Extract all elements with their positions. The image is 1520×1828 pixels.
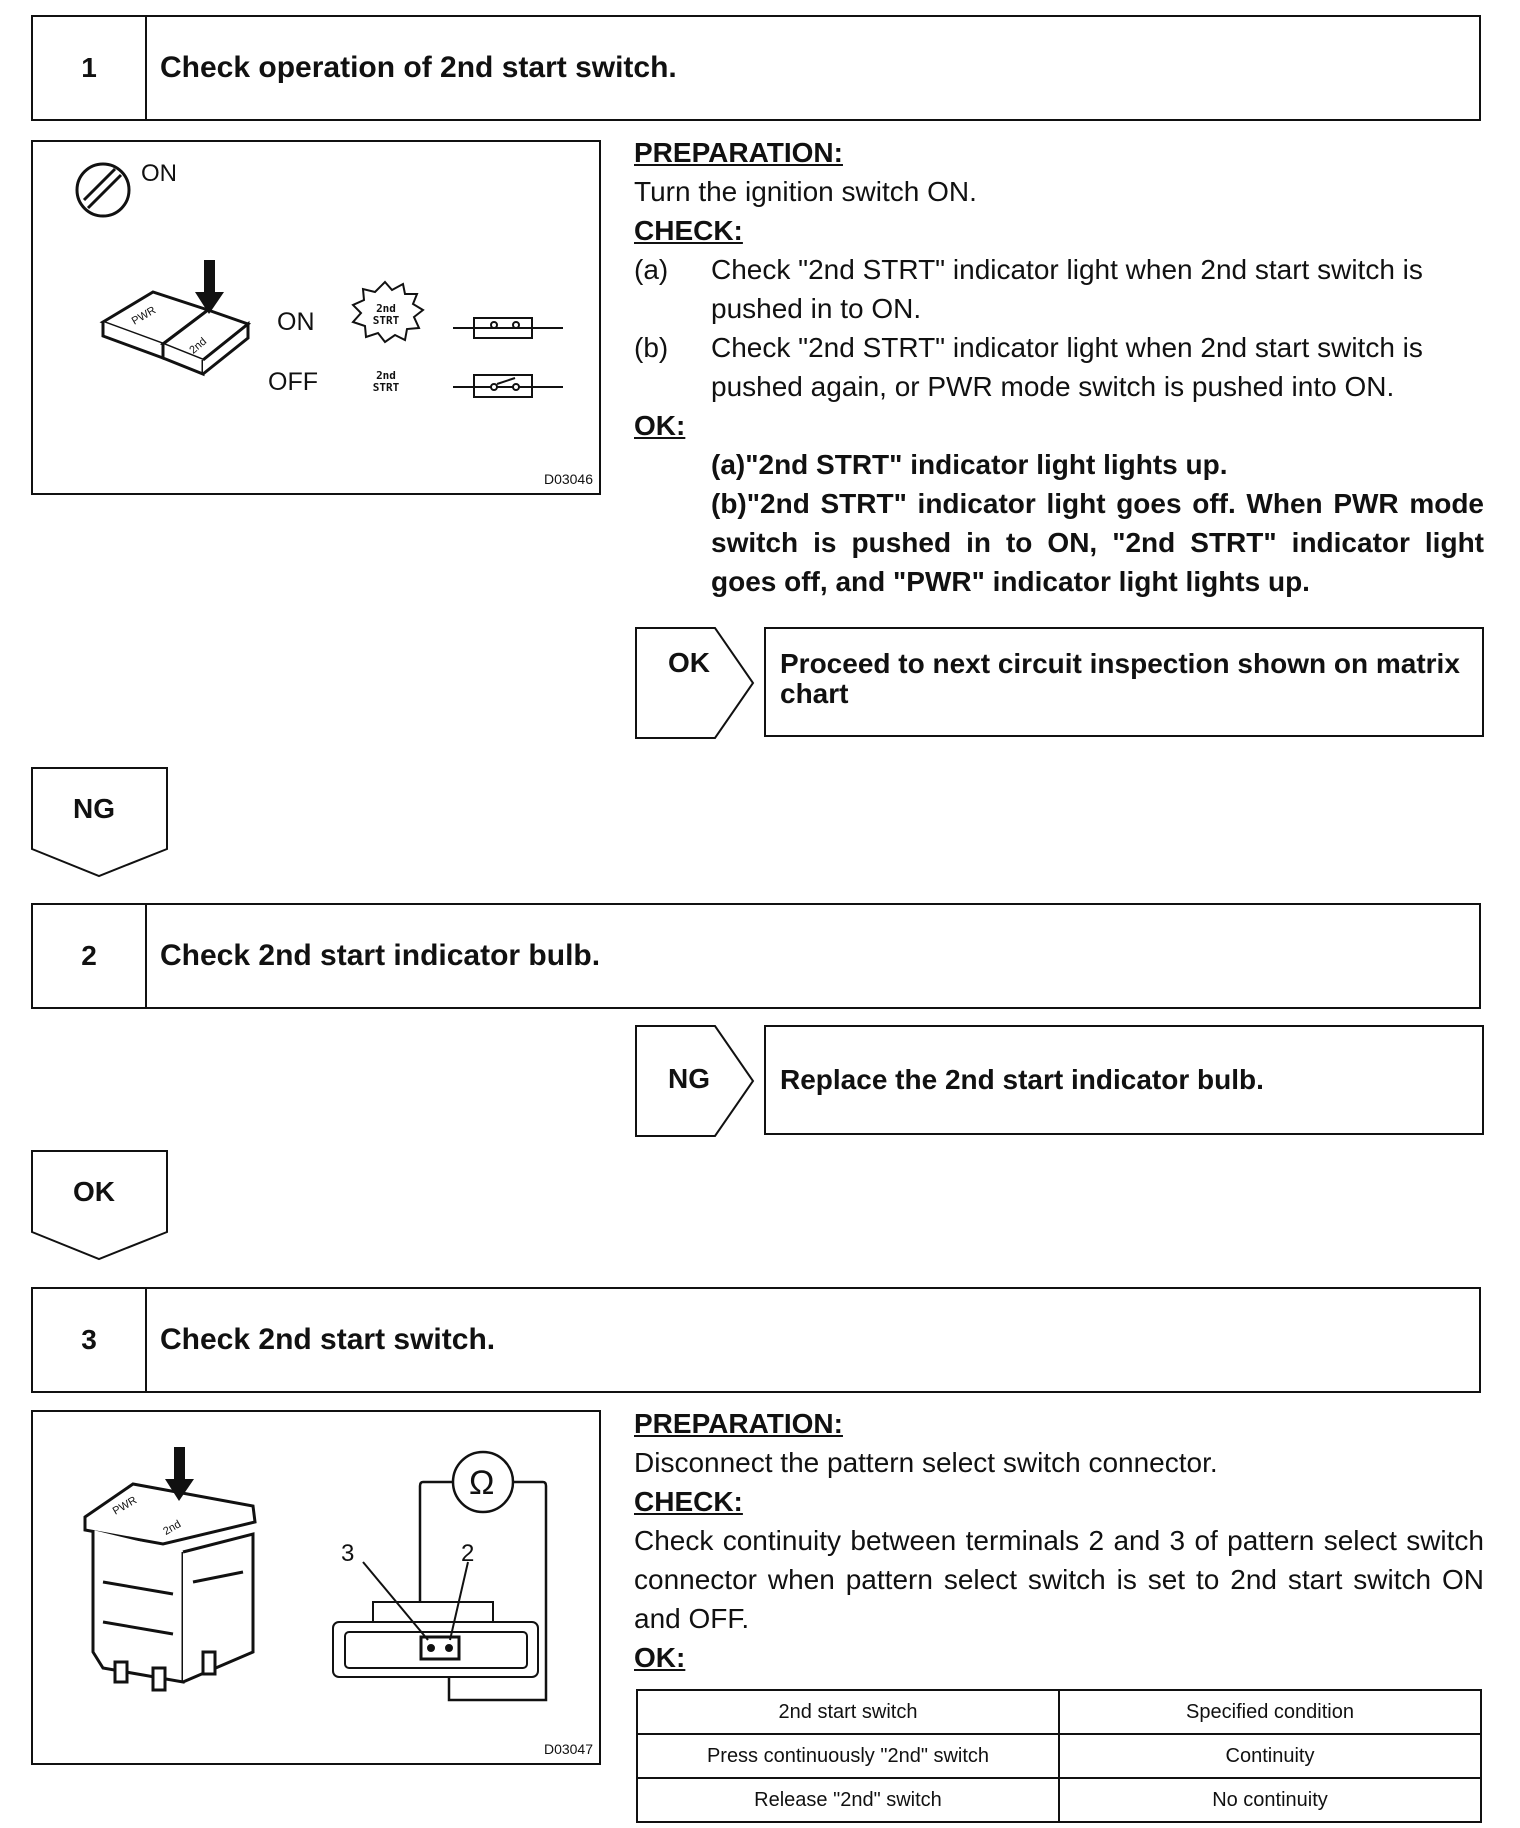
- ok-line-a: (a)"2nd STRT" indicator light lights up.: [711, 449, 1228, 480]
- indicator-light-burst: [351, 280, 425, 344]
- indicator-off-text: 2nd STRT: [372, 369, 400, 394]
- check-item-b: (b) Check "2nd STRT" indicator light whe…: [634, 332, 1423, 402]
- ignition-on-label: ON: [141, 160, 177, 187]
- ok-line-b: (b)"2nd STRT" indicator light goes off. …: [711, 488, 1484, 597]
- check-header: CHECK:: [634, 1486, 743, 1517]
- ok-flow-arrow: [31, 1150, 168, 1261]
- ng-arrow-label: NG: [668, 1063, 710, 1094]
- ok-flow-label: OK: [73, 1176, 115, 1207]
- preparation-text: Disconnect the pattern select switch con…: [634, 1447, 1218, 1478]
- ignition-key-icon: [75, 162, 131, 218]
- table-row: Press continuously "2nd" switch Continui…: [636, 1733, 1482, 1779]
- ok-result-text: Proceed to next circuit inspection shown…: [780, 648, 1460, 709]
- switch-assembly-illustration: [83, 1482, 257, 1692]
- step-number: 3: [33, 1289, 147, 1391]
- figure-code: D03047: [543, 1741, 593, 1757]
- table-header-cell: Specified condition: [1058, 1689, 1482, 1735]
- ohm-symbol: Ω: [469, 1464, 495, 1502]
- step-1-instructions: PREPARATION: Turn the ignition switch ON…: [634, 133, 1484, 601]
- ohmmeter-icon: [418, 1450, 548, 1702]
- check-header: CHECK:: [634, 215, 743, 246]
- table-row: Release "2nd" switch No continuity: [636, 1777, 1482, 1823]
- check-item-a: (a) Check "2nd STRT" indicator light whe…: [634, 254, 1423, 324]
- ng-flow-arrow: [31, 767, 168, 878]
- switch-symbol-on: [453, 317, 563, 339]
- step-title: Check operation of 2nd start switch.: [160, 51, 677, 84]
- step-1-header: 1 Check operation of 2nd start switch.: [31, 15, 1481, 121]
- connector-illustration: [332, 1561, 539, 1678]
- table-cell: Continuity: [1058, 1733, 1482, 1779]
- figure-2nd-start-switch-continuity: PWR 2nd Ω 3 2 D03047: [31, 1410, 601, 1765]
- preparation-header: PREPARATION:: [634, 137, 843, 168]
- ng-flow-label: NG: [73, 793, 115, 824]
- step-number: 1: [33, 17, 147, 119]
- specified-condition-table: 2nd start switch Specified condition Pre…: [636, 1689, 1482, 1823]
- indicator-on-text: 2nd STRT: [372, 302, 400, 327]
- switch-operation-illustration: [75, 162, 563, 398]
- check-text: Check continuity between terminals 2 and…: [634, 1525, 1484, 1634]
- ok-header: OK:: [634, 410, 686, 441]
- table-cell: Press continuously "2nd" switch: [636, 1733, 1060, 1779]
- ng-result-text: Replace the 2nd start indicator bulb.: [780, 1064, 1264, 1095]
- preparation-header: PREPARATION:: [634, 1408, 843, 1439]
- figure-code: D03046: [543, 471, 593, 487]
- ng-arrow-box: [635, 1025, 755, 1137]
- step-3-instructions: PREPARATION: Disconnect the pattern sele…: [634, 1404, 1484, 1677]
- state-off-label: OFF: [268, 368, 318, 396]
- switch-symbol-off: [453, 374, 563, 398]
- terminal-3-label: 3: [341, 1540, 355, 1567]
- ng-result-box: Replace the 2nd start indicator bulb.: [764, 1025, 1484, 1135]
- continuity-check-illustration: [83, 1447, 548, 1702]
- terminal-2-label: 2: [461, 1540, 475, 1567]
- step-number: 2: [33, 905, 147, 1007]
- figure-2nd-start-switch-operation: ON PWR 2nd ON OFF 2nd STRT 2nd STRT D030…: [31, 140, 601, 495]
- step-title: Check 2nd start switch.: [160, 1323, 496, 1356]
- step-title: Check 2nd start indicator bulb.: [160, 939, 601, 972]
- table-header-row: 2nd start switch Specified condition: [636, 1689, 1482, 1735]
- ok-header: OK:: [634, 1642, 686, 1673]
- table-cell: Release "2nd" switch: [636, 1777, 1060, 1823]
- ok-arrow-label: OK: [668, 647, 710, 678]
- state-on-label: ON: [277, 308, 315, 336]
- ok-result-box: Proceed to next circuit inspection shown…: [764, 627, 1484, 737]
- preparation-text: Turn the ignition switch ON.: [634, 176, 977, 207]
- step-2-header: 2 Check 2nd start indicator bulb.: [31, 903, 1481, 1009]
- table-header-cell: 2nd start switch: [636, 1689, 1060, 1735]
- step-3-header: 3 Check 2nd start switch.: [31, 1287, 1481, 1393]
- pwr-2nd-switch-illustration: [99, 260, 252, 377]
- table-cell: No continuity: [1058, 1777, 1482, 1823]
- ok-arrow-box: [635, 627, 755, 739]
